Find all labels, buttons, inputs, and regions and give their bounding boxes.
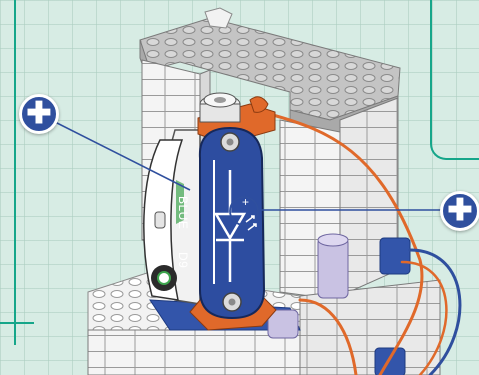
- led-color-text: BLUE: [176, 196, 190, 229]
- led-label: BLUE D9: [170, 196, 190, 268]
- plus-icon: ✚: [447, 196, 472, 226]
- callout-plus-right[interactable]: ✚: [440, 191, 479, 231]
- led-id-text: D9: [176, 252, 190, 268]
- blue-led-module: +: [200, 128, 264, 318]
- callout-plus-left[interactable]: ✚: [19, 94, 59, 134]
- plus-icon: ✚: [26, 99, 51, 129]
